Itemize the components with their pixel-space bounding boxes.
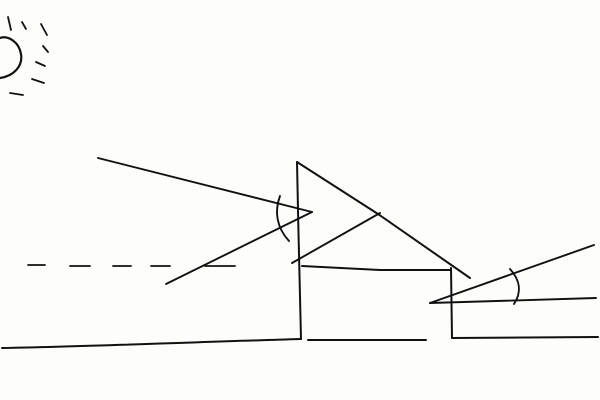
sun-ray xyxy=(7,16,12,31)
sun-ray xyxy=(35,61,46,67)
tall-building-wall xyxy=(296,161,302,340)
sunlight-ray xyxy=(429,244,595,304)
sun-ray xyxy=(42,45,49,53)
sight-line xyxy=(429,297,597,304)
sun-ray xyxy=(21,21,27,30)
angle-arc xyxy=(276,195,290,242)
roof-diagonal xyxy=(291,212,381,264)
sun-ray xyxy=(40,23,48,36)
sun-ray xyxy=(31,78,45,84)
sun-ray xyxy=(9,92,24,96)
sun-disc xyxy=(0,36,23,80)
sight-line xyxy=(165,211,313,285)
ground-line xyxy=(1,338,302,349)
sloped-roof xyxy=(296,161,471,279)
angle-arc xyxy=(509,268,520,305)
sunlight-ray xyxy=(97,157,313,213)
ground-line xyxy=(451,336,599,339)
low-building-roof xyxy=(301,265,452,271)
sun-icon xyxy=(0,16,49,96)
eye-level-dashed-line xyxy=(27,264,236,267)
